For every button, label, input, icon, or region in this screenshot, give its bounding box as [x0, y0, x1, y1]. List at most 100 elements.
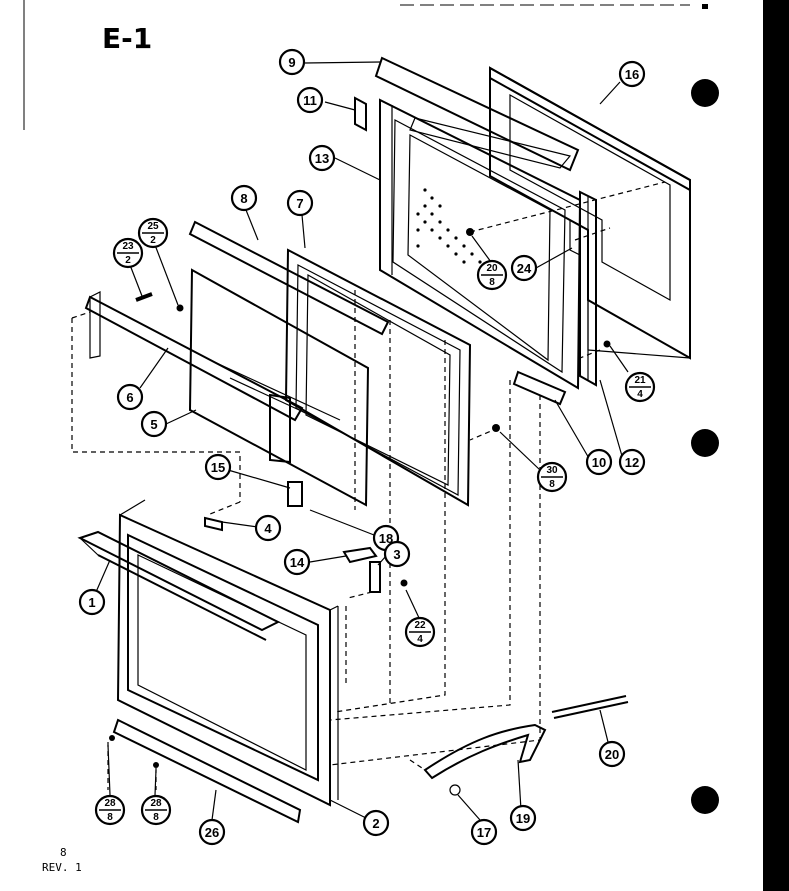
- svg-text:13: 13: [315, 151, 329, 166]
- callout-19: 19: [509, 804, 537, 832]
- callout-15: 15: [204, 453, 232, 481]
- part-door-handle: [77, 530, 281, 641]
- callout-14: 14: [283, 548, 311, 576]
- svg-text:14: 14: [290, 555, 305, 570]
- perforation-pattern: [416, 188, 490, 272]
- svg-text:30: 30: [546, 465, 558, 476]
- svg-text:12: 12: [625, 455, 639, 470]
- fraction-callout-30-8: 30 8: [536, 461, 568, 493]
- svg-text:19: 19: [516, 811, 530, 826]
- callout-9: 9: [278, 48, 306, 76]
- svg-text:25: 25: [147, 221, 159, 232]
- callout-7: 7: [286, 189, 314, 217]
- svg-text:8: 8: [153, 812, 159, 823]
- part-hinge-15: [287, 481, 303, 507]
- screw-21: [603, 340, 611, 348]
- part-side-channel: [569, 190, 597, 387]
- part-spring-4: [204, 516, 223, 532]
- svg-text:3: 3: [393, 547, 400, 562]
- svg-text:26: 26: [205, 825, 219, 840]
- svg-text:28: 28: [104, 798, 116, 809]
- callout-8: 8: [230, 184, 258, 212]
- part-kick-strip: [112, 718, 302, 824]
- svg-text:17: 17: [477, 825, 491, 840]
- callout-2: 2: [362, 809, 390, 837]
- callout-12: 12: [618, 448, 646, 476]
- svg-text:11: 11: [303, 93, 317, 108]
- part-bracket-14: [342, 546, 378, 564]
- figure-title: E-1: [102, 22, 152, 55]
- screw-22: [400, 579, 408, 587]
- fraction-callout-28-8-left: 28 8: [94, 794, 126, 826]
- screw-23: [135, 292, 153, 302]
- svg-text:1: 1: [88, 595, 95, 610]
- part-hinge-arm: [423, 723, 547, 780]
- svg-text:24: 24: [517, 261, 532, 276]
- screw-28b: [153, 762, 159, 768]
- svg-text:20: 20: [486, 263, 498, 274]
- callout-26: 26: [198, 818, 226, 846]
- svg-text:8: 8: [107, 812, 113, 823]
- screw-30: [492, 424, 500, 432]
- fraction-callout-21-4: 21 4: [624, 371, 656, 403]
- callout-13: 13: [308, 144, 336, 172]
- svg-text:8: 8: [549, 479, 555, 490]
- part-inner-door: [269, 248, 472, 507]
- callout-6: 6: [116, 383, 144, 411]
- part-spring-20: [551, 695, 629, 719]
- corner-mark: [702, 4, 708, 9]
- svg-text:18: 18: [379, 531, 393, 546]
- svg-text:4: 4: [637, 389, 643, 400]
- svg-text:4: 4: [264, 521, 272, 536]
- svg-text:2: 2: [150, 235, 156, 246]
- fraction-callout-25-2: 25 2: [137, 217, 169, 249]
- screw-25: [176, 304, 184, 312]
- callout-20: 20: [598, 740, 626, 768]
- part-inner-frame: [379, 98, 582, 390]
- svg-text:9: 9: [288, 55, 295, 70]
- svg-text:16: 16: [625, 67, 639, 82]
- callout-5: 5: [140, 410, 168, 438]
- svg-text:8: 8: [489, 277, 495, 288]
- fraction-callout-23-2: 23 2: [112, 237, 144, 269]
- revision-label: REV. 1: [42, 861, 82, 874]
- svg-text:22: 22: [414, 620, 426, 631]
- part-outer-door: [116, 499, 339, 807]
- fraction-callout-22-4: 22 4: [404, 616, 436, 648]
- part-bumper-17: [449, 784, 461, 796]
- svg-text:10: 10: [592, 455, 606, 470]
- svg-text:21: 21: [634, 375, 646, 386]
- fraction-callout-28-8-right: 28 8: [140, 794, 172, 826]
- svg-text:20: 20: [605, 747, 619, 762]
- part-top-rail: [84, 291, 304, 422]
- svg-text:8: 8: [240, 191, 247, 206]
- svg-text:7: 7: [296, 196, 303, 211]
- binding-edge: [763, 0, 789, 891]
- page-number: 8: [60, 846, 67, 859]
- fraction-callout-20-8: 20 8: [476, 259, 508, 291]
- callout-11: 11: [296, 86, 324, 114]
- part-top-strip: [374, 56, 580, 172]
- part-strip-8: [188, 220, 390, 336]
- callout-17: 17: [470, 818, 498, 846]
- callout-16: 16: [618, 60, 646, 88]
- svg-text:2: 2: [125, 255, 131, 266]
- svg-text:6: 6: [126, 390, 133, 405]
- part-back-panel: [489, 66, 691, 360]
- screw-28a: [109, 735, 115, 741]
- svg-text:15: 15: [211, 460, 225, 475]
- part-clip-3: [369, 561, 381, 593]
- part-bracket-11: [354, 96, 367, 132]
- punch-hole-bottom: [691, 786, 719, 814]
- part-strip-10: [512, 370, 567, 406]
- svg-text:2: 2: [372, 816, 379, 831]
- svg-text:28: 28: [150, 798, 162, 809]
- callout-4: 4: [254, 514, 282, 542]
- leader-lines: [95, 61, 629, 821]
- callout-1: 1: [78, 588, 106, 616]
- svg-text:4: 4: [417, 634, 423, 645]
- svg-text:23: 23: [122, 241, 134, 252]
- callout-24: 24: [510, 254, 538, 282]
- callout-3: 3: [383, 540, 411, 568]
